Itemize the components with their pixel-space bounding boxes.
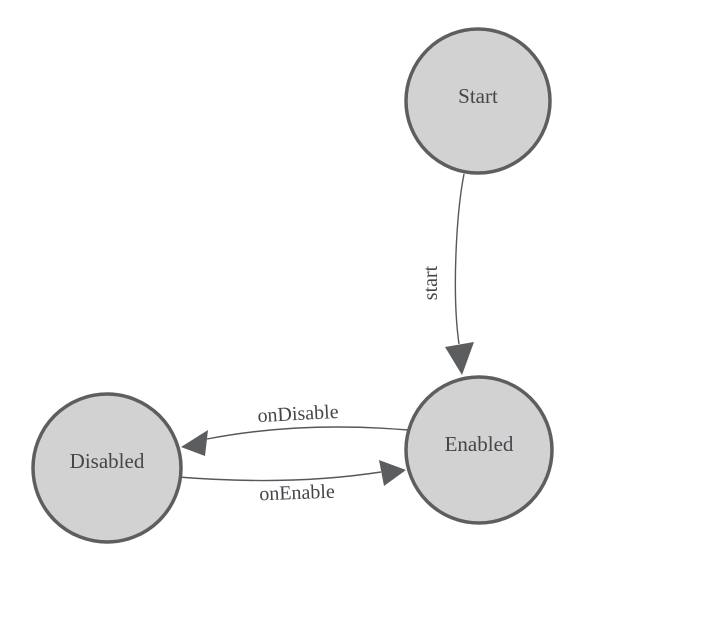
- arrowhead-into-enabled-left-icon: [379, 460, 406, 486]
- edge-disabled-to-enabled: [177, 471, 382, 482]
- arrowhead-into-disabled-icon: [181, 430, 208, 456]
- state-node-start[interactable]: [404, 27, 552, 175]
- state-node-disabled[interactable]: [31, 392, 183, 544]
- edge-label-ondisable: onDisable: [257, 401, 339, 427]
- arrowhead-into-enabled-top-icon: [445, 342, 474, 375]
- state-label-disabled: Disabled: [70, 449, 145, 473]
- edge-start-to-enabled: [454, 173, 465, 345]
- edge-enabled-to-disabled: [206, 426, 409, 440]
- edge-label-onenable: onEnable: [259, 481, 335, 506]
- state-node-enabled[interactable]: [404, 375, 554, 525]
- edge-label-start: start: [420, 265, 442, 300]
- state-label-enabled: Enabled: [445, 432, 514, 456]
- state-label-start: Start: [458, 84, 498, 108]
